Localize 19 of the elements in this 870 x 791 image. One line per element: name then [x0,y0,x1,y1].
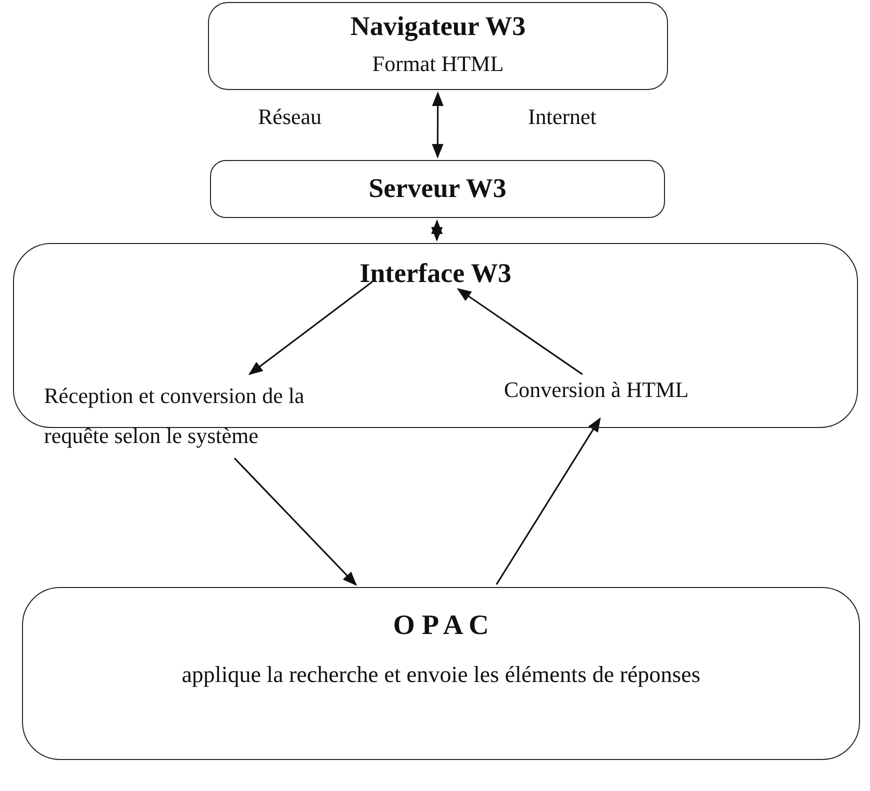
step-text: Conversion à HTML [504,376,724,416]
box-text: Format HTML [372,51,504,77]
edge-side-label: Internet [528,104,596,130]
process-box [22,587,860,760]
arrow [496,417,601,585]
step-text: Réception et conversion de la requête selon le système [44,376,344,456]
arrow [431,220,443,242]
process-box [210,160,665,218]
edge-side-label: Réseau [258,104,322,130]
arrow [456,288,583,375]
box-heading: O P A C [393,610,489,642]
arrow [432,92,444,158]
box-text: applique la recherche et envoie les éléments de réponses [182,662,700,688]
box-heading: Interface W3 [360,258,512,289]
box-heading: Serveur W3 [368,173,506,204]
box-heading: Navigateur W3 [350,11,526,42]
arrow [234,458,357,586]
process-box [208,2,668,90]
arrow [248,281,372,376]
